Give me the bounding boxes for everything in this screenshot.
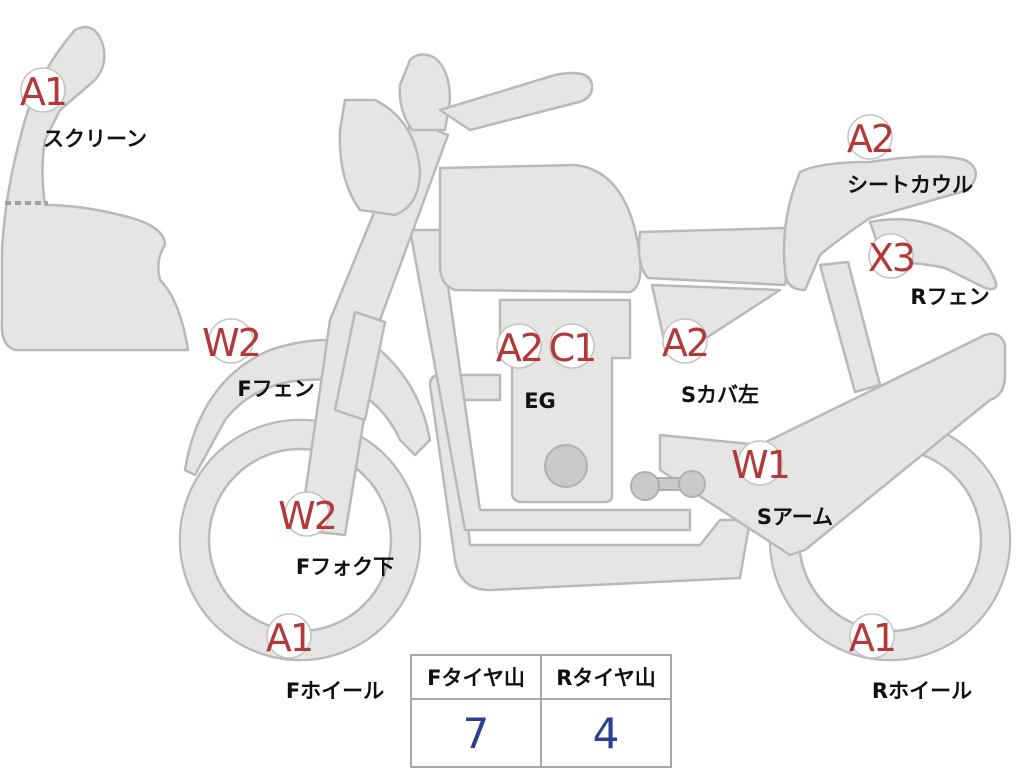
rear-shock-shape	[630, 470, 706, 501]
code-marker-screen: A1	[20, 67, 68, 114]
fork-lower-shape	[333, 310, 387, 422]
label-f-fender: Fフェン	[237, 377, 314, 401]
handlebar-grip-shape	[438, 71, 594, 132]
seat-cowl-shape	[782, 155, 977, 292]
label-f-wheel: Fホイール	[286, 679, 384, 703]
code-marker-swing-arm: W1	[731, 440, 791, 487]
front-tread-header: Fタイヤ山	[410, 654, 542, 700]
code-marker-engine-2: C1	[549, 323, 597, 370]
label-r-wheel: Rホイール	[872, 679, 972, 703]
code-marker-f-fender: W2	[202, 318, 262, 365]
engine-cover-shape	[544, 444, 588, 488]
handlebar-shape	[398, 53, 452, 132]
label-screen: スクリーン	[43, 127, 147, 151]
fuel-tank-shape	[438, 163, 642, 294]
label-side-cover-left: Sカバ左	[681, 383, 759, 407]
svg-text:A1: A1	[849, 616, 895, 660]
tire-tread-table: Fタイヤ山 Rタイヤ山 7 4	[410, 654, 672, 768]
label-seat-cowl: シートカウル	[847, 173, 973, 197]
svg-text:A1: A1	[266, 616, 312, 660]
code-marker-f-wheel: A1	[266, 613, 314, 660]
svg-text:W2: W2	[202, 321, 260, 365]
front-tread-value: 7	[410, 698, 542, 768]
code-marker-engine-1: A2	[496, 323, 544, 370]
rear-frame-shape	[818, 260, 882, 394]
svg-text:X3: X3	[868, 236, 914, 280]
svg-text:A2: A2	[662, 321, 708, 365]
svg-text:A2: A2	[496, 326, 542, 370]
svg-text:A1: A1	[20, 70, 66, 114]
label-f-fork-lower: Fフォク下	[296, 555, 394, 579]
code-marker-side-cover-left: A2	[662, 318, 710, 365]
code-marker-r-wheel: A1	[849, 613, 897, 660]
code-marker-r-fender: X3	[868, 233, 916, 280]
svg-text:C1: C1	[549, 326, 596, 370]
svg-text:W2: W2	[278, 494, 336, 538]
label-engine: EG	[524, 389, 556, 413]
code-marker-seat-cowl: A2	[847, 114, 895, 161]
label-r-fender: Rフェン	[910, 285, 989, 309]
svg-text:W1: W1	[731, 443, 789, 487]
seat-shape	[637, 226, 792, 287]
rear-tread-header: Rタイヤ山	[540, 654, 672, 700]
headlight-shape	[338, 98, 422, 217]
rear-tread-value: 4	[540, 698, 672, 768]
label-swing-arm: Sアーム	[757, 505, 833, 529]
code-marker-f-fork-lower: W2	[278, 491, 338, 538]
svg-text:A2: A2	[847, 117, 893, 161]
swing-arm-shape	[658, 332, 1007, 557]
